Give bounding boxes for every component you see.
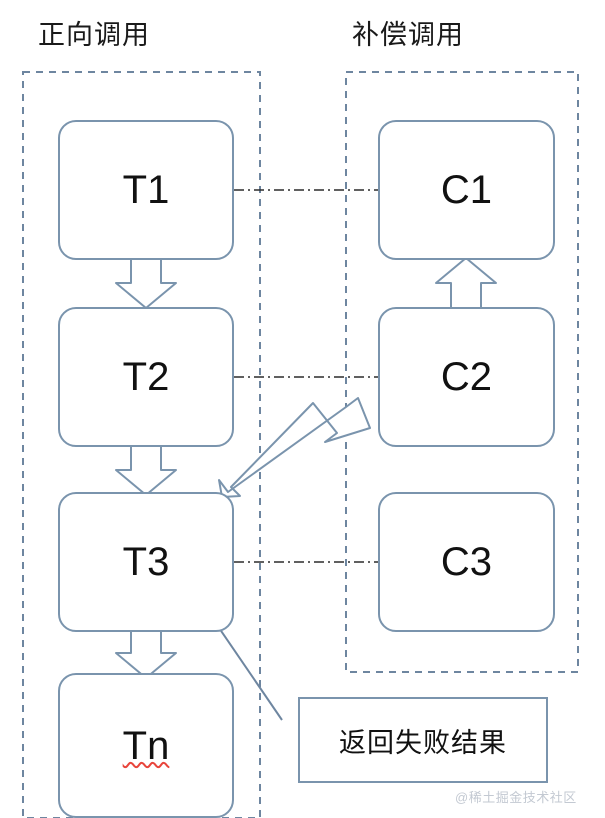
node-tn[interactable]: Tn — [58, 673, 234, 818]
node-t1[interactable]: T1 — [58, 120, 234, 260]
node-tn-label: Tn — [122, 723, 170, 768]
flow-arrow-t2-t3 — [115, 442, 177, 496]
node-t1-label: T1 — [122, 168, 170, 212]
node-t3[interactable]: T3 — [58, 492, 234, 632]
node-c2[interactable]: C2 — [378, 307, 555, 447]
watermark: @稀土掘金技术社区 — [455, 790, 577, 805]
node-c1[interactable]: C1 — [378, 120, 555, 260]
node-c3-label: C3 — [440, 540, 493, 584]
node-t2[interactable]: T2 — [58, 307, 234, 447]
flow-arrow-t3-tn — [115, 627, 177, 679]
node-c3[interactable]: C3 — [378, 492, 555, 632]
flow-arrow-t1-t2 — [115, 255, 177, 309]
compensate-column-title: 补偿调用 — [352, 20, 464, 50]
forward-column-title: 正向调用 — [38, 20, 150, 50]
node-t3-label: T3 — [122, 540, 170, 584]
node-c1-label: C1 — [440, 168, 493, 212]
node-t2-label: T2 — [122, 355, 170, 399]
flow-arrow-t3-c2 — [218, 397, 371, 498]
failure-result-callout[interactable]: 返回失败结果 — [298, 697, 548, 783]
failure-result-callout-text: 返回失败结果 — [339, 727, 507, 758]
node-c2-label: C2 — [440, 355, 493, 399]
flow-arrow-c2-c1 — [435, 257, 497, 309]
